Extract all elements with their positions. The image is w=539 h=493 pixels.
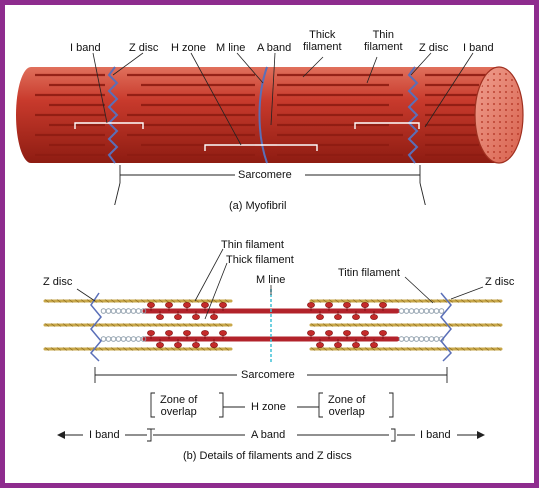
label-a-band-detail: A band [251,429,286,441]
label-thick-filament: Thick filament [303,29,342,53]
filament-rows [43,299,503,351]
label-i-band-left-detail: I band [89,429,120,441]
z-disc-left-detail [89,292,102,362]
m-line-curve [258,66,268,164]
label-zone-of-overlap-left: Zone of overlap [160,394,198,418]
label-h-zone-detail: H zone [251,401,286,413]
z-disc-right-detail [440,292,453,362]
z-disc-line-right [407,66,419,164]
myofibril-illustration [16,52,524,205]
label-sarcomere-b: Sarcomere [241,369,295,381]
label-z-disc-right-detail: Z disc [485,276,515,288]
label-sarcomere-a: Sarcomere [238,169,292,181]
z-disc-line-left [107,66,119,164]
label-z-disc-left-detail: Z disc [43,276,73,288]
label-thin-filament-detail: Thin filament [221,239,284,251]
label-i-band-right: I band [463,42,494,54]
label-titin-filament: Titin filament [338,267,400,279]
myofibril-cylinder [16,67,499,163]
label-thick-filament-detail: Thick filament [226,254,294,266]
label-i-band-right-detail: I band [420,429,451,441]
filament-detail-illustration [43,248,503,442]
label-m-line-detail: M line [256,274,286,286]
label-h-zone: H zone [171,42,206,54]
label-z-disc-right: Z disc [419,42,449,54]
caption-a: (a) Myofibril [229,200,287,212]
label-m-line: M line [216,42,246,54]
label-i-band-left: I band [70,42,101,54]
label-thin-filament: Thin filament [364,29,403,53]
label-zone-of-overlap-right: Zone of overlap [328,394,366,418]
label-a-band: A band [257,42,292,54]
caption-b: (b) Details of filaments and Z discs [183,450,352,462]
label-z-disc-left: Z disc [129,42,159,54]
